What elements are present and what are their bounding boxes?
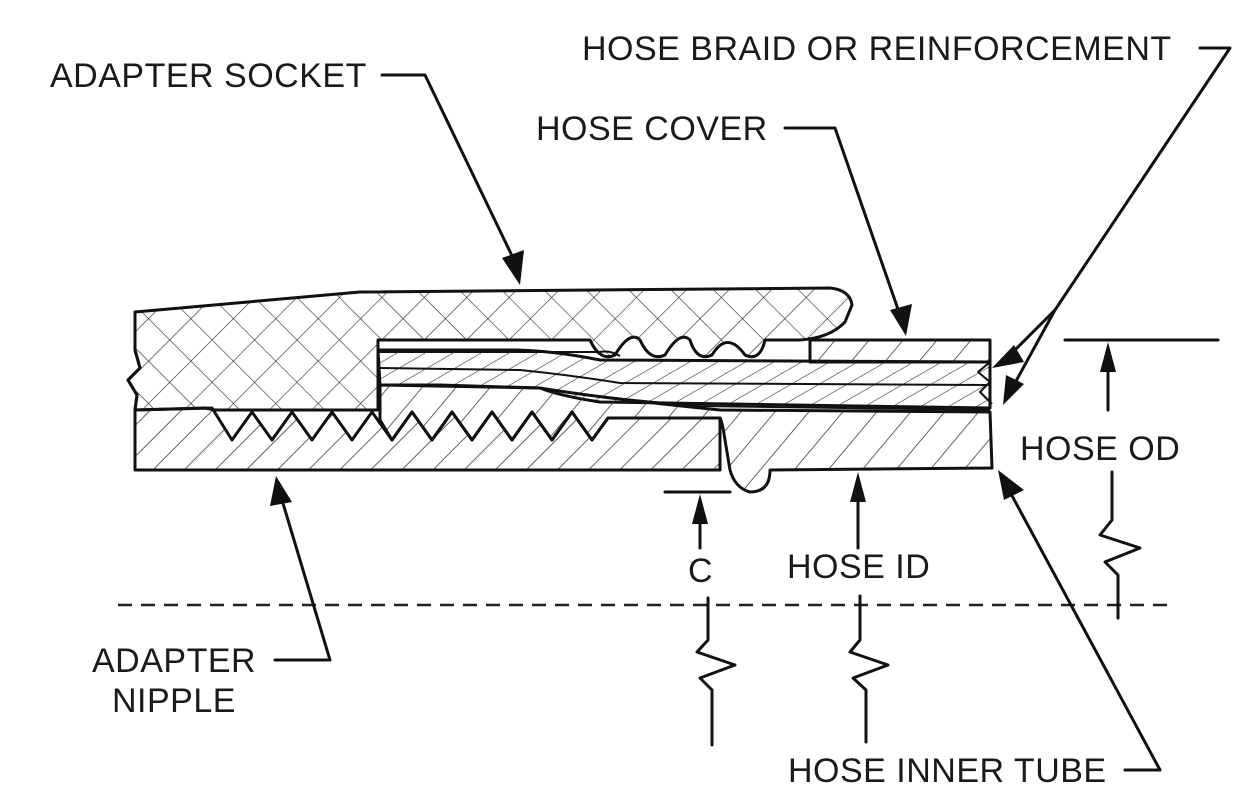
hose-id-arrowhead: [850, 472, 866, 502]
label-hose-cover: HOSE COVER: [536, 110, 768, 148]
label-adapter-nipple-line2: NIPPLE: [112, 682, 236, 720]
label-c: C: [688, 552, 713, 590]
hose-cover-layer: [808, 338, 992, 364]
adapter-socket-leader: [380, 73, 517, 264]
label-hose-inner-tube: HOSE INNER TUBE: [788, 752, 1107, 790]
c-dimension-line-lower: [695, 596, 737, 747]
hose-od-arrowhead: [1100, 342, 1116, 372]
hose-end-break: [977, 361, 993, 405]
hose-braid-leader-2: [1008, 308, 1057, 394]
hose-braid-arrowhead-2: [1003, 375, 1024, 405]
socket-left-break: [126, 349, 142, 411]
label-hose-id: HOSE ID: [787, 548, 930, 586]
adapter-socket-arrowhead: [502, 250, 524, 285]
hose-inner-tube-arrowhead: [998, 470, 1024, 500]
layer-line-2: [539, 387, 991, 411]
hose-braid-leader: [1001, 46, 1232, 364]
adapter-socket-body: [126, 286, 854, 412]
hose-braid-arrowhead-1: [992, 345, 1024, 368]
label-adapter-nipple-line1: ADAPTER: [92, 642, 256, 680]
label-hose-od: HOSE OD: [1020, 430, 1180, 468]
hose-inner-tube-leader: [1008, 490, 1162, 772]
adapter-nipple-leader: [273, 498, 332, 662]
adapter-nipple-arrowhead: [270, 476, 292, 506]
layer-line-1: [379, 367, 991, 386]
hose-od-dimension-line-lower: [1098, 470, 1142, 620]
hose-cover-leader: [783, 126, 902, 317]
socket-serrations: [378, 350, 621, 357]
hose-cover-arrowhead: [890, 304, 912, 336]
hose-id-dimension-line-lower: [848, 594, 890, 744]
label-adapter-socket: ADAPTER SOCKET: [50, 57, 367, 95]
label-hose-braid: HOSE BRAID OR REINFORCEMENT: [582, 30, 1172, 68]
